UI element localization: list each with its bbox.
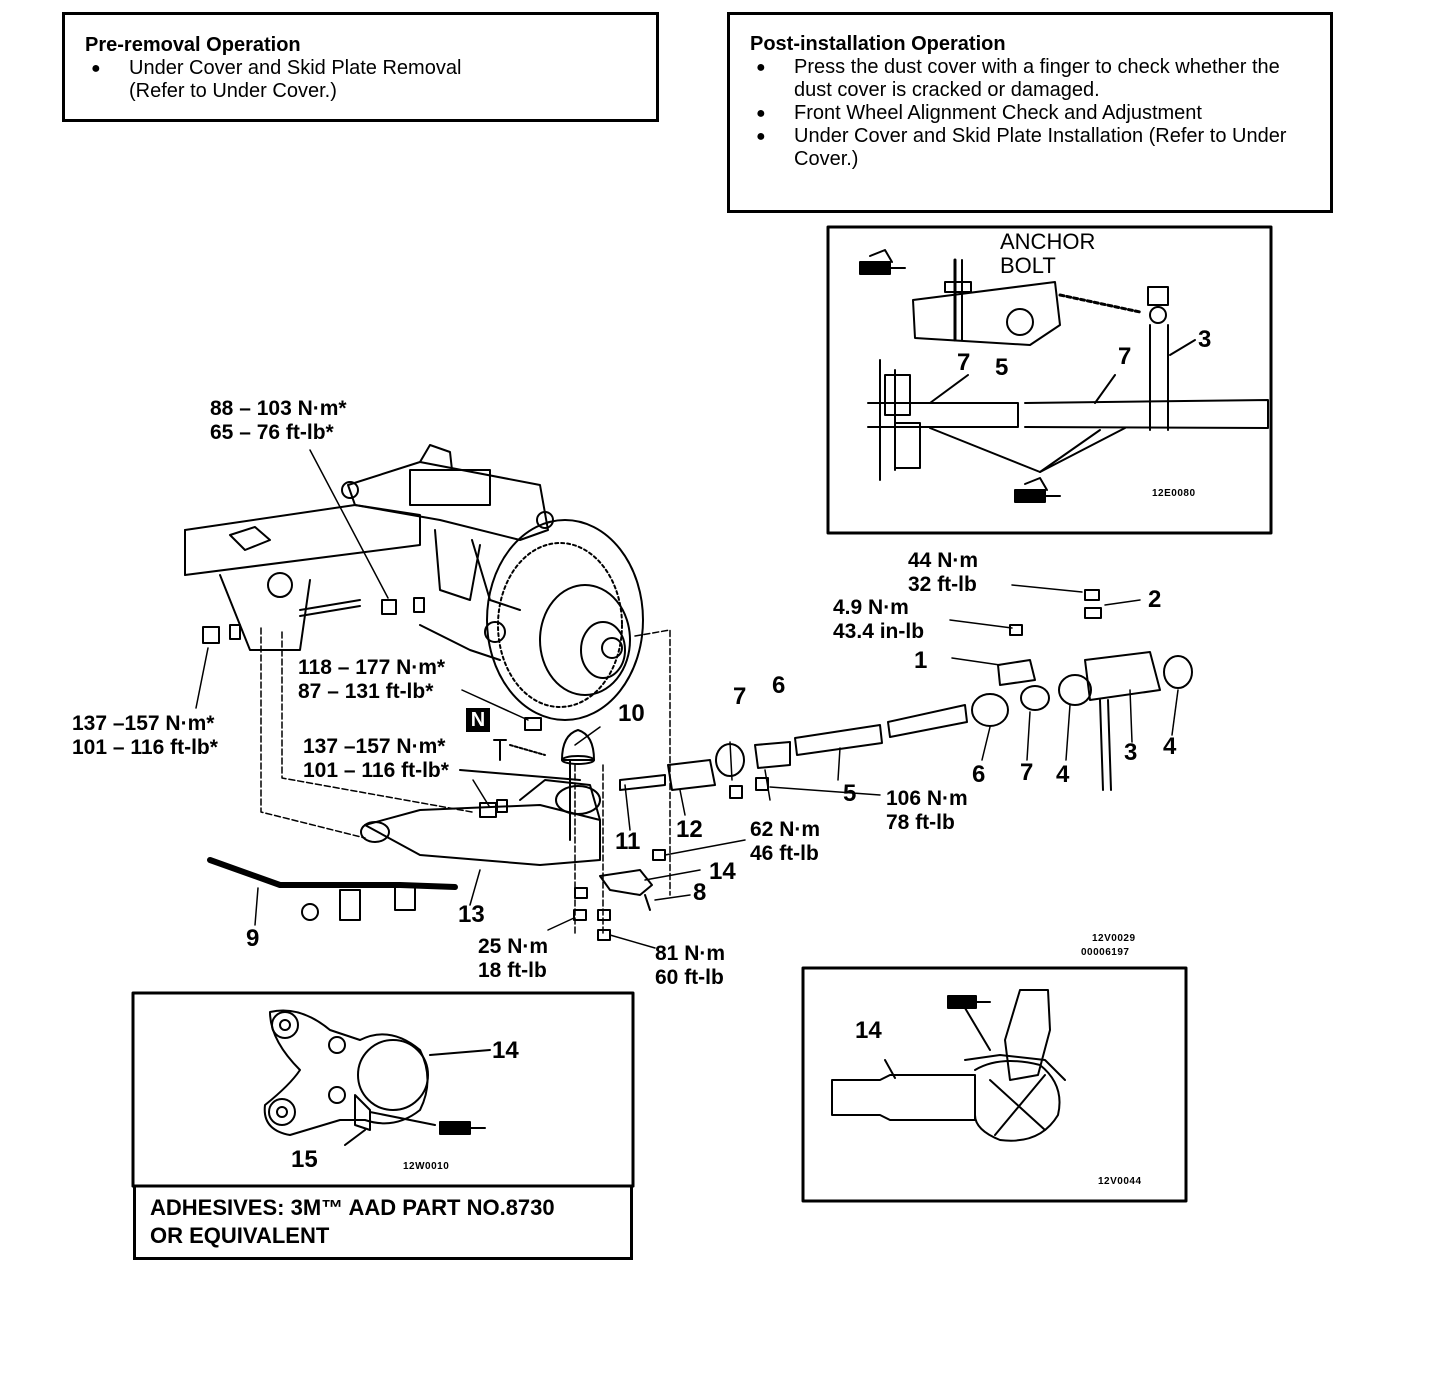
ball-joint [599, 869, 653, 896]
callout-2: 2 [1148, 586, 1162, 613]
post-installation-item: Under Cover and Skid Plate Installation … [750, 125, 1310, 171]
figure-code: 00006197 [1081, 947, 1130, 958]
callout-11: 11 [615, 828, 641, 855]
callout-6: 6 [772, 672, 786, 699]
n-symbol-icon: N [466, 708, 490, 732]
fasteners [202, 597, 769, 941]
torque-label: 137 –157 N·m* 101 – 116 ft-lb* [72, 712, 218, 759]
figure-code: 12W0010 [403, 1161, 450, 1172]
callout-5: 5 [995, 354, 1009, 381]
figure-code: 12E0080 [1152, 488, 1196, 499]
frame-assembly [184, 444, 554, 651]
anchor-bolt-label: ANCHOR BOLT [1000, 229, 1096, 278]
torque-label: 81 N·m 60 ft-lb [655, 942, 726, 989]
callout-10: 10 [618, 700, 645, 727]
callout-6: 6 [972, 761, 986, 788]
torque-label: 62 N·m 46 ft-lb [750, 818, 821, 865]
callout-15: 15 [291, 1146, 318, 1173]
callout-1: 1 [914, 647, 928, 674]
anchor-inset-drawing [859, 249, 1269, 503]
figure-code: 12V0044 [1098, 1176, 1142, 1187]
callout-14: 14 [492, 1037, 519, 1064]
leader-lines [195, 449, 1179, 949]
torque-label: 137 –157 N·m* 101 – 116 ft-lb* [303, 735, 449, 782]
figure-code: 12V0029 [1092, 933, 1136, 944]
pre-removal-list: Under Cover and Skid Plate Removal (Refe… [85, 57, 636, 103]
pre-removal-title: Pre-removal Operation [85, 34, 301, 56]
adhesive-note: ADHESIVES: 3M™ AAD PART NO.8730 OR EQUIV… [133, 1186, 633, 1260]
adhesive-note-text: ADHESIVES: 3M™ AAD PART NO.8730 OR EQUIV… [150, 1195, 555, 1248]
knuckle-inset-drawing [831, 989, 1066, 1142]
callout-9: 9 [246, 925, 260, 952]
callout-4: 4 [1056, 761, 1070, 788]
torque-label: 118 – 177 N·m* 87 – 131 ft-lb* [298, 656, 446, 703]
callout-12: 12 [676, 816, 703, 843]
callout-7: 7 [957, 349, 971, 376]
stabilizer-bar [207, 857, 458, 890]
pre-removal-box: Pre-removal Operation Under Cover and Sk… [62, 12, 659, 122]
torque-label: 88 – 103 N·m* 65 – 76 ft-lb* [210, 397, 347, 444]
callout-13: 13 [458, 901, 485, 928]
callout-8: 8 [693, 879, 707, 906]
callout-3: 3 [1124, 739, 1138, 766]
callout-14: 14 [709, 858, 736, 885]
knuckle-inset-frame [801, 966, 1188, 1203]
callout-14: 14 [855, 1017, 882, 1044]
post-installation-list: Press the dust cover with a finger to ch… [750, 56, 1310, 171]
post-installation-box: Post-installation Operation Press the du… [727, 12, 1333, 213]
torque-label: 44 N·m 32 ft-lb [908, 549, 979, 596]
callout-5: 5 [843, 780, 857, 807]
torque-label: 106 N·m 78 ft-lb [886, 787, 968, 834]
anchor-inset-frame [826, 225, 1273, 535]
torque-label: 4.9 N·m 43.4 in-lb [833, 596, 925, 643]
bump-stopper [561, 729, 595, 761]
brake-rotor [419, 519, 644, 721]
callout-3: 3 [1198, 326, 1212, 353]
callout-7: 7 [733, 683, 747, 710]
pre-removal-item: Under Cover and Skid Plate Removal (Refe… [85, 57, 636, 103]
post-installation-item: Front Wheel Alignment Check and Adjustme… [750, 102, 1310, 125]
callout-7: 7 [1020, 759, 1034, 786]
callout-4: 4 [1163, 733, 1177, 760]
torque-label: 25 N·m 18 ft-lb [478, 935, 549, 982]
post-installation-title: Post-installation Operation [750, 33, 1006, 55]
adhesive-inset-frame [131, 991, 635, 1188]
callout-7: 7 [1118, 343, 1132, 370]
post-installation-item: Press the dust cover with a finger to ch… [750, 56, 1310, 102]
lower-arm [360, 759, 601, 866]
adhesive-inset-drawing [263, 1009, 491, 1146]
